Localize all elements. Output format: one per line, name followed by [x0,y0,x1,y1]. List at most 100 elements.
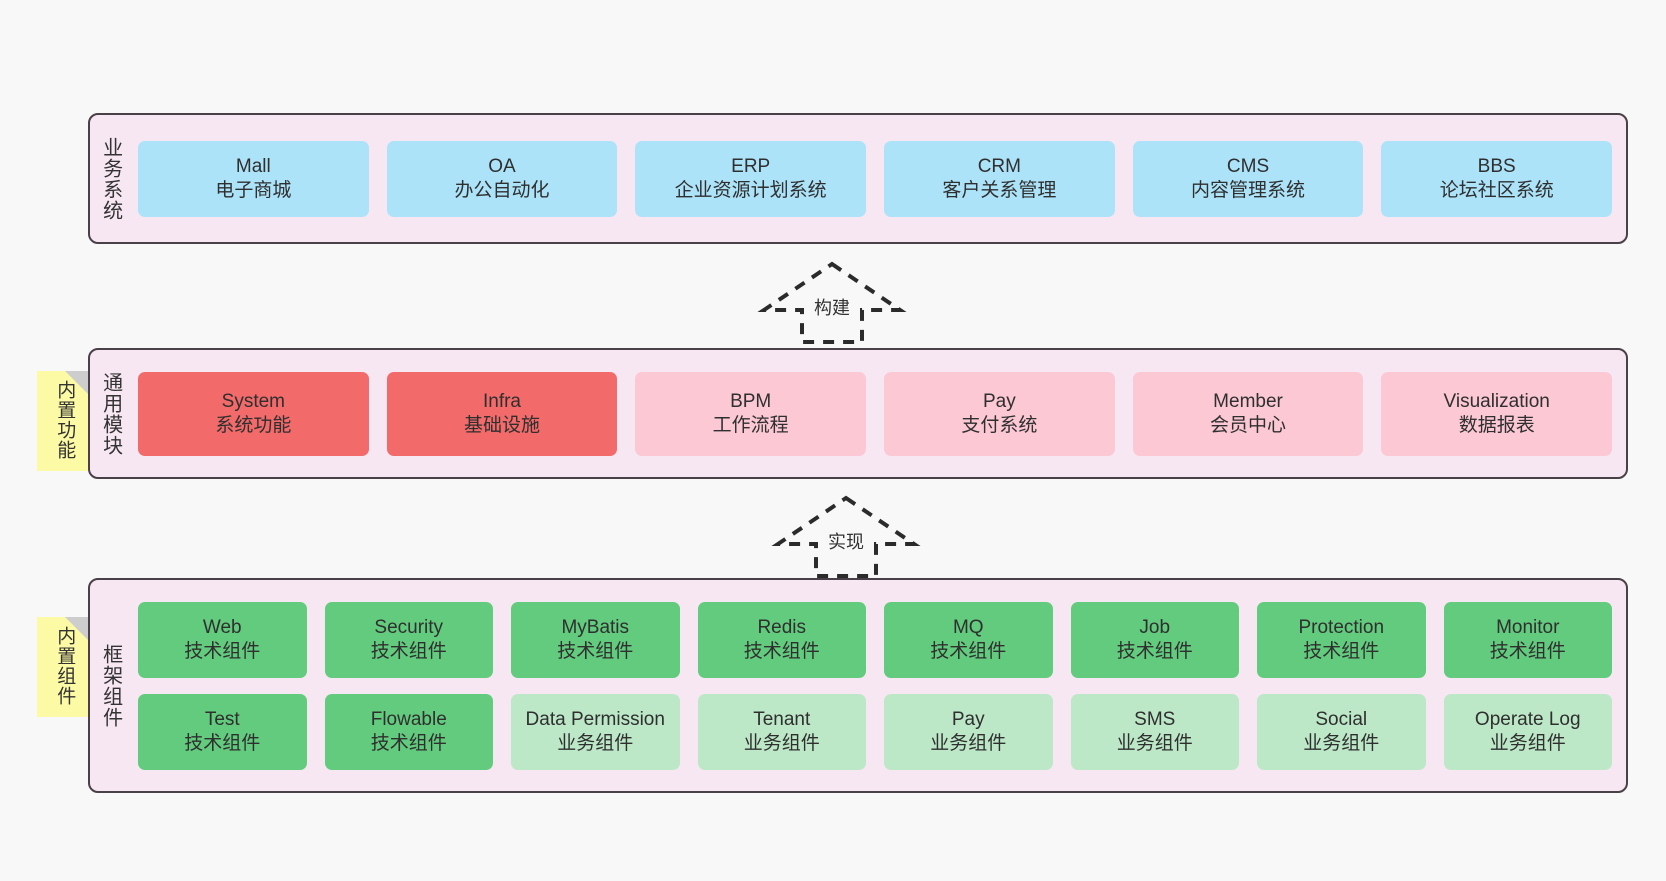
layer-body-framework-components: Web 技术组件 Security 技术组件 MyBatis 技术组件 Redi… [130,580,1626,791]
sticky-note-builtin-features: 内置功能 [37,371,91,471]
node-operate-log[interactable]: Operate Log 业务组件 [1443,693,1612,770]
node-title: Security [374,616,444,638]
layer-body-business-systems: Mall 电子商城 OA 办公自动化 ERP 企业资源计划系统 CRM 客户关系… [130,115,1626,242]
node-row: Test 技术组件 Flowable 技术组件 Data Permission … [138,693,1612,770]
node-crm[interactable]: CRM 客户关系管理 [884,140,1115,217]
node-title: Member [1213,390,1283,412]
node-subtitle: 办公自动化 [454,179,550,201]
node-subtitle: 技术组件 [184,732,261,754]
node-subtitle: 技术组件 [557,640,634,662]
node-cms[interactable]: CMS 内容管理系统 [1132,140,1364,217]
sticky-note-label: 内置功能 [54,380,76,460]
build-arrow-label: 构建 [814,298,850,318]
node-subtitle: 业务组件 [1489,732,1566,754]
node-title: OA [488,155,516,177]
node-title: Web [202,616,242,638]
node-job[interactable]: Job 技术组件 [1070,601,1239,678]
node-mybatis[interactable]: MyBatis 技术组件 [511,601,680,678]
node-social[interactable]: Social 业务组件 [1257,693,1426,770]
layer-title-business-systems: 业务系统 [99,136,122,221]
node-title: Pay [951,708,985,730]
node-subtitle: 技术组件 [184,640,261,662]
node-visualization[interactable]: Visualization 数据报表 [1381,371,1613,456]
layer-title-common-modules: 通用模块 [99,371,122,456]
node-monitor[interactable]: Monitor 技术组件 [1443,601,1612,678]
node-web[interactable]: Web 技术组件 [138,601,307,678]
node-title: CRM [977,155,1021,177]
node-protection[interactable]: Protection 技术组件 [1257,601,1426,678]
node-mall[interactable]: Mall 电子商城 [138,140,369,217]
node-bpm[interactable]: BPM 工作流程 [635,371,867,456]
node-title: Mall [235,155,271,177]
node-oa[interactable]: OA 办公自动化 [386,140,618,217]
layer-common-modules: 通用模块 System 系统功能 Infra 基础设施 BPM 工作流程 Pay… [88,348,1628,479]
node-test[interactable]: Test 技术组件 [138,693,307,770]
node-mq[interactable]: MQ 技术组件 [884,601,1053,678]
node-subtitle: 企业资源计划系统 [674,179,827,201]
node-row: System 系统功能 Infra 基础设施 BPM 工作流程 Pay 支付系统… [138,371,1613,456]
node-subtitle: 支付系统 [961,414,1038,436]
node-tenant[interactable]: Tenant 业务组件 [697,693,866,770]
node-subtitle: 技术组件 [370,732,447,754]
node-subtitle: 技术组件 [370,640,447,662]
layer-business-systems: 业务系统 Mall 电子商城 OA 办公自动化 ERP 企业资源计划系统 CRM… [88,113,1628,244]
sticky-note-label: 内置组件 [54,626,76,706]
node-title: Test [204,708,240,730]
node-subtitle: 技术组件 [1116,640,1193,662]
node-subtitle: 业务组件 [1303,732,1380,754]
node-redis[interactable]: Redis 技术组件 [697,601,866,678]
node-title: Infra [482,390,522,412]
node-subtitle: 论坛社区系统 [1439,179,1554,201]
node-security[interactable]: Security 技术组件 [324,601,493,678]
layer-title-framework-components: 框架组件 [99,643,122,728]
node-title: MyBatis [561,616,630,638]
node-title: Monitor [1496,616,1560,638]
node-erp[interactable]: ERP 企业资源计划系统 [635,140,867,217]
node-title: Redis [757,616,807,638]
node-pay-common[interactable]: Pay 支付系统 [884,371,1115,456]
node-title: CMS [1226,155,1270,177]
node-subtitle: 电子商城 [215,179,292,201]
node-title: Pay [982,390,1016,412]
node-title: Flowable [370,708,447,730]
node-subtitle: 客户关系管理 [942,179,1057,201]
node-subtitle: 会员中心 [1210,414,1287,436]
node-member[interactable]: Member 会员中心 [1132,371,1364,456]
node-subtitle: 工作流程 [712,414,789,436]
node-subtitle: 内容管理系统 [1191,179,1306,201]
node-subtitle: 技术组件 [743,640,820,662]
node-title: MQ [952,616,984,638]
build-arrow: 构建 [752,258,912,348]
node-title: Job [1139,616,1171,638]
node-title: SMS [1134,708,1176,730]
node-title: System [221,390,286,412]
node-title: Tenant [753,708,811,730]
node-subtitle: 数据报表 [1458,414,1535,436]
node-subtitle: 系统功能 [215,414,292,436]
implement-arrow-label: 实现 [828,532,864,552]
node-subtitle: 基础设施 [464,414,541,436]
implement-arrow: 实现 [766,492,926,582]
node-subtitle: 技术组件 [930,640,1007,662]
node-data-permission[interactable]: Data Permission 业务组件 [511,693,680,770]
node-infra[interactable]: Infra 基础设施 [386,371,618,456]
node-title: Data Permission [525,708,665,730]
node-sms[interactable]: SMS 业务组件 [1070,693,1239,770]
node-subtitle: 技术组件 [1303,640,1380,662]
node-pay-business[interactable]: Pay 业务组件 [884,693,1053,770]
layer-framework-components: 框架组件 Web 技术组件 Security 技术组件 MyBatis 技术组件… [88,578,1628,793]
node-bbs[interactable]: BBS 论坛社区系统 [1381,140,1613,217]
node-title: Operate Log [1474,708,1581,730]
node-title: BPM [730,390,772,412]
node-flowable[interactable]: Flowable 技术组件 [324,693,493,770]
node-title: ERP [731,155,771,177]
node-subtitle: 技术组件 [1489,640,1566,662]
sticky-note-builtin-components: 内置组件 [37,617,91,717]
node-title: Visualization [1443,390,1550,412]
node-title: BBS [1477,155,1516,177]
node-subtitle: 业务组件 [930,732,1007,754]
node-title: Protection [1298,616,1385,638]
node-title: Social [1315,708,1368,730]
node-system[interactable]: System 系统功能 [138,371,369,456]
